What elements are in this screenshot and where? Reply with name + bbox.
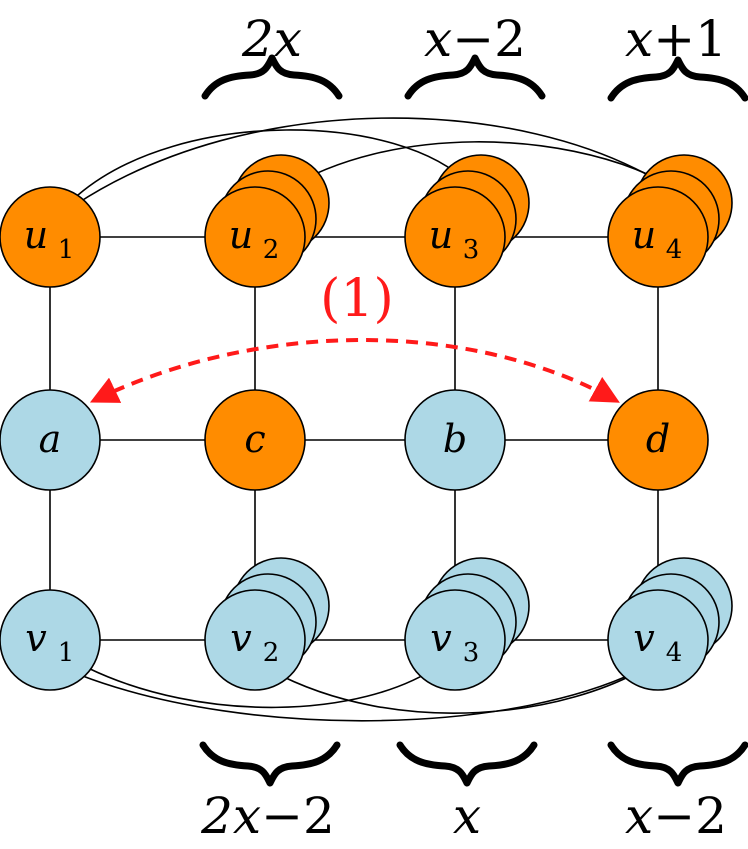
node-c: c [204, 389, 306, 491]
node-u4-label: u [632, 213, 656, 257]
node-v1: v 1 [0, 589, 101, 691]
node-v1-label: v [25, 616, 47, 660]
brace-top-3: x+1 [607, 10, 748, 102]
brace-bottom-1-label: 2x−2 [200, 787, 335, 845]
brace-bottom-2-label: x [453, 787, 481, 845]
brace-top-3-label: x+1 [625, 10, 727, 68]
node-d-label: d [646, 417, 670, 461]
node-v3-sub: 3 [463, 638, 480, 668]
node-u1-label: u [24, 213, 48, 257]
node-u2-sub: 2 [263, 235, 280, 265]
brace-top-2: x−2 [404, 10, 546, 100]
node-v4-sub: 4 [666, 638, 683, 668]
node-u3-label: u [429, 213, 453, 257]
node-u4-stack: u 4 [607, 154, 733, 288]
long-edges [74, 117, 666, 722]
dashed-double-arrow [89, 338, 620, 403]
node-u3-sub: 3 [463, 235, 480, 265]
node-v3-stack: v 3 [404, 557, 530, 691]
brace-bottom-1: 2x−2 [199, 741, 341, 845]
node-b-label: b [443, 417, 467, 461]
node-v1-sub: 1 [58, 638, 75, 668]
node-v2-sub: 2 [263, 638, 280, 668]
node-v2-stack: v 2 [204, 557, 330, 691]
node-u1: u 1 [0, 186, 101, 288]
edge-v1-v4-curve [79, 664, 651, 722]
brace-bottom-3-label: x−2 [625, 787, 727, 845]
node-d: d [607, 389, 709, 491]
edge-v2-v4-curve [269, 664, 651, 714]
node-v4-stack: v 4 [607, 557, 733, 691]
brace-bottom-2: x [396, 741, 538, 845]
node-u3-stack: u 3 [404, 154, 530, 288]
edge-u1-u4-curve [74, 117, 666, 206]
node-c-label: c [244, 417, 265, 461]
node-u4-sub: 4 [666, 235, 683, 265]
brace-top-1: 2x [201, 10, 343, 100]
brace-top-1-label: 2x [241, 10, 302, 68]
edge-u1-u3-curve [77, 129, 471, 196]
annotation-label: (1) [320, 269, 394, 329]
node-v3-label: v [430, 616, 452, 660]
node-b: b [404, 389, 506, 491]
brace-top-2-label: x−2 [424, 10, 526, 68]
node-v4-label: v [633, 616, 655, 660]
brace-bottom-3: x−2 [607, 741, 748, 845]
node-u2-stack: u 2 [204, 154, 330, 288]
node-a-label: a [39, 417, 62, 461]
edge-v1-v3-curve [87, 664, 441, 709]
edge-u2-u4-curve [284, 141, 661, 191]
node-a: a [0, 389, 101, 491]
node-u1-sub: 1 [58, 235, 75, 265]
node-u2-label: u [229, 213, 253, 257]
node-v2-label: v [230, 616, 252, 660]
